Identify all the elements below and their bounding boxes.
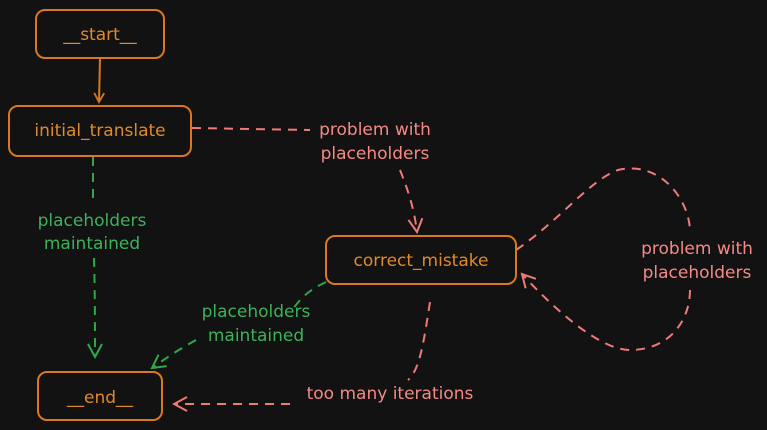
svg-text:maintained: maintained [208,326,304,346]
svg-text:placeholders: placeholders [202,302,311,322]
svg-text:placeholders: placeholders [38,211,147,231]
edge-correct-mistake-to-end-red [174,301,431,404]
node-end[interactable]: __end__ [37,371,163,421]
edge-label-problem-with-placeholders-1: problem with placeholders [319,120,431,164]
svg-text:problem with: problem with [319,120,431,140]
edge-label-problem-with-placeholders-2: problem with placeholders [641,239,753,283]
node-correct-mistake[interactable]: correct_mistake [325,235,517,285]
node-correct-mistake-label: correct_mistake [354,251,489,271]
svg-text:problem with: problem with [641,239,753,259]
node-start[interactable]: __start__ [35,9,165,59]
edge-initial-translate-to-end [93,157,95,357]
node-initial-translate-label: initial_translate [34,121,165,141]
edge-initial-translate-to-correct-mistake-arrow [399,169,417,232]
node-start-label: __start__ [62,25,137,45]
svg-text:placeholders: placeholders [643,263,752,283]
edge-correct-mistake-to-end-green [152,281,327,368]
svg-text:placeholders: placeholders [321,144,430,164]
edge-start-to-initial-translate [93,57,105,104]
edge-label-placeholders-maintained-1: placeholders maintained [38,211,147,254]
edge-correct-mistake-self-loop [516,167,691,352]
edge-label-too-many-iterations: too many iterations [307,384,474,404]
node-end-label: __end__ [66,388,134,408]
edge-initial-translate-to-correct-mistake-line [191,127,311,131]
svg-text:maintained: maintained [44,234,140,254]
node-initial-translate[interactable]: initial_translate [8,105,192,157]
edge-label-placeholders-maintained-2: placeholders maintained [202,302,311,346]
